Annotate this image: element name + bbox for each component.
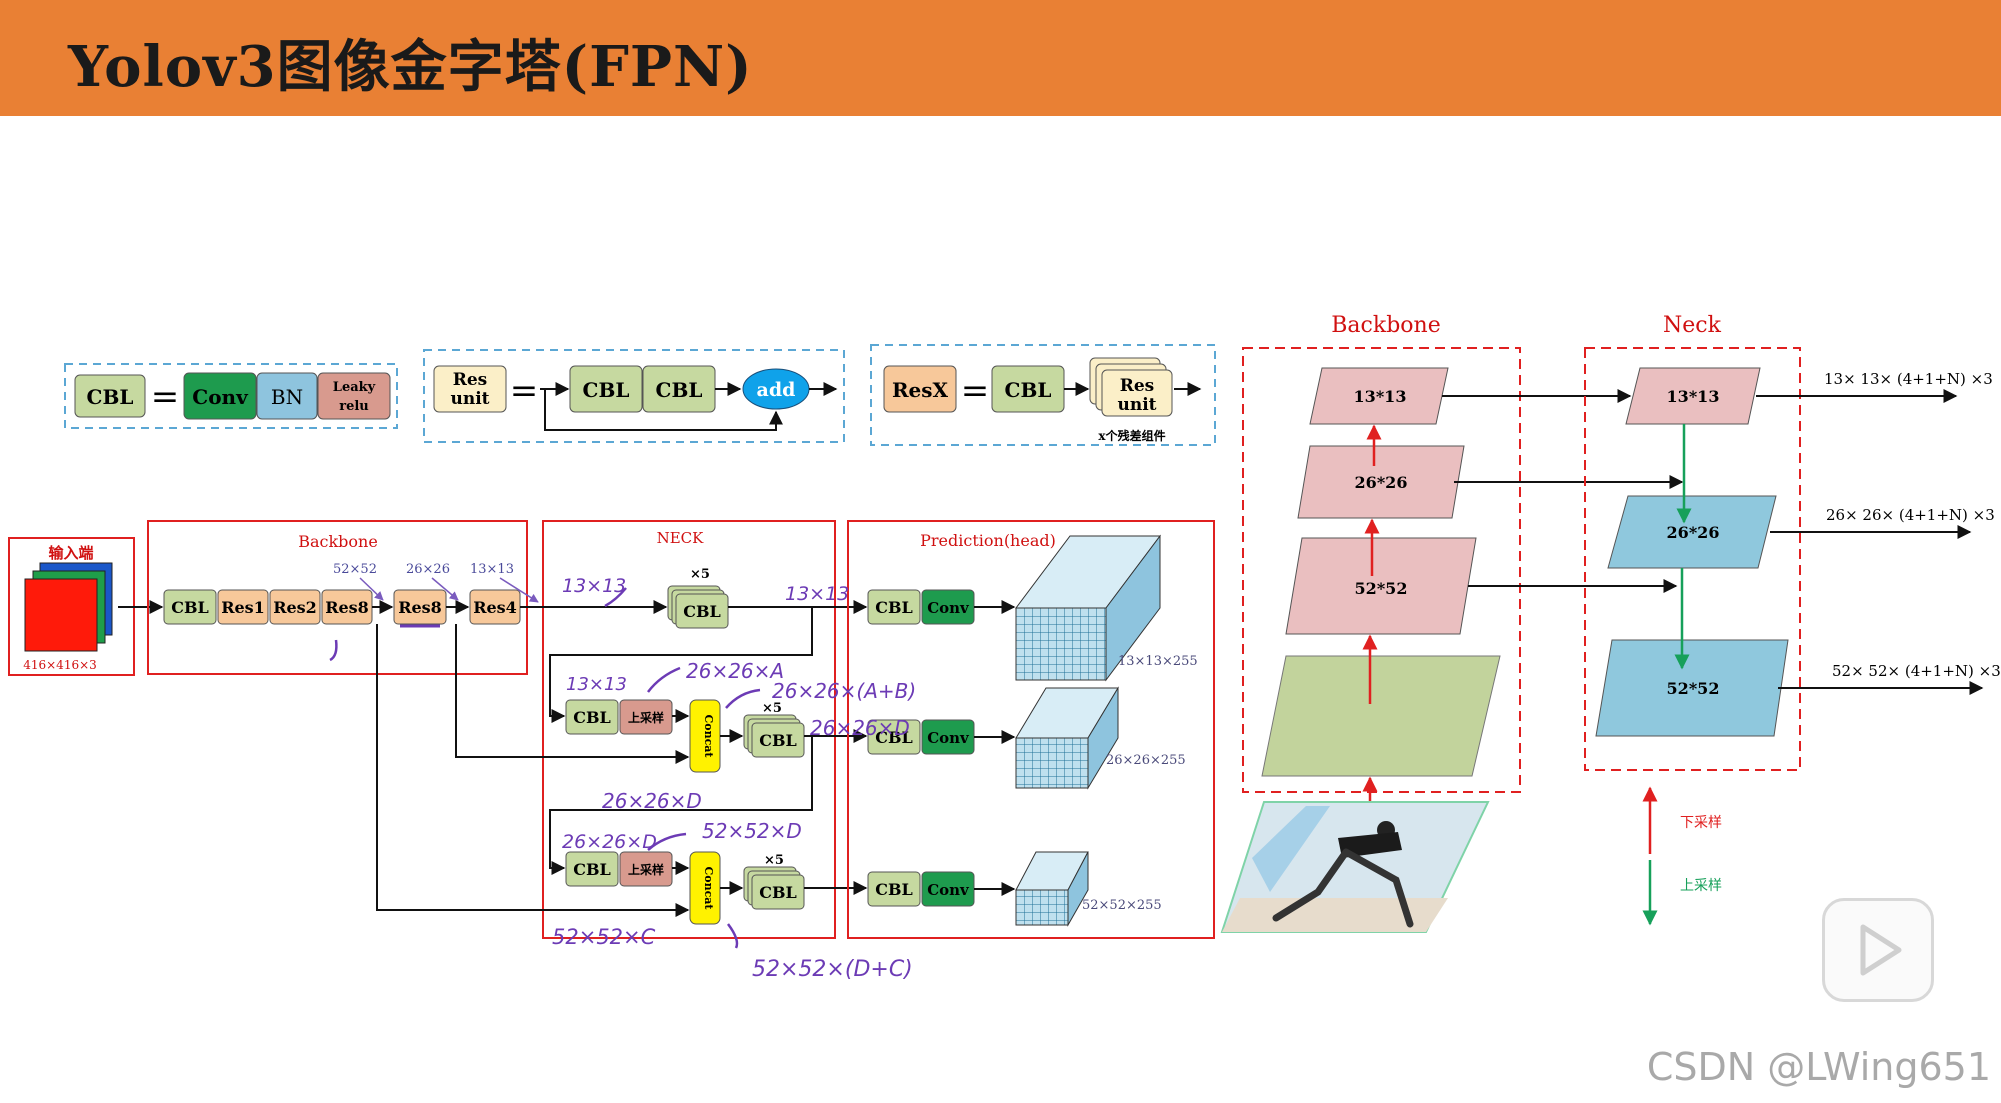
neck-title: NECK <box>657 529 705 547</box>
neck-upsample-bot: 上采样 <box>628 862 664 877</box>
fpn-backbone: Backbone 52*52 26*26 13*13 <box>1242 313 1684 870</box>
pred-conv-2: Conv <box>927 729 970 747</box>
legend-resx-unit1: Res <box>1120 376 1155 396</box>
pred-output-26: 26×26×255 <box>1106 753 1186 768</box>
legend-relu-label: relu <box>339 399 369 414</box>
pred-cbl-1: CBL <box>875 598 913 617</box>
fpn-neck-title: Neck <box>1663 313 1722 338</box>
fpn-backbone-52: 52*52 <box>1355 579 1408 598</box>
neck-cbl-mid-x5: CBL <box>759 731 797 750</box>
legend-cbl-lhs: CBL <box>87 385 134 409</box>
video-play-button[interactable] <box>1822 898 1934 1002</box>
neck-x5-mid: ×5 <box>762 701 782 716</box>
legend-conv-label: Conv <box>192 385 249 409</box>
annotation-1: 13×13 <box>785 583 849 605</box>
neck-concat-bot: Concat <box>702 867 715 911</box>
legend-leaky-label: Leaky <box>333 380 376 395</box>
play-icon <box>1860 924 1902 976</box>
backbone-dim-13: 13×13 <box>470 562 514 577</box>
annotation-6: 26×26×D <box>602 789 702 813</box>
fpn-legend-up: 上采样 <box>1680 878 1722 894</box>
backbone-dim-52: 52×52 <box>333 562 377 577</box>
legend-resx-cbl: CBL <box>1005 378 1052 402</box>
annotation-9: 52×52×C <box>552 925 656 949</box>
watermark: CSDN @LWing651 <box>1646 1045 1991 1089</box>
legend-resx-lhs: ResX <box>892 378 949 402</box>
legend-res-cbl2: CBL <box>656 378 703 402</box>
input-label: 输入端 <box>48 544 93 562</box>
legend-resx-caption: x个残差组件 <box>1098 428 1165 443</box>
prediction-title: Prediction(head) <box>920 531 1056 550</box>
legend-res-lhs1: Res <box>453 370 488 390</box>
annotation-10: 52×52×(D+C) <box>752 957 913 982</box>
backbone-block-4: Res8 <box>398 598 442 617</box>
neck-cbl-mid: CBL <box>573 708 611 727</box>
legend-add-label: add <box>757 379 796 401</box>
prediction-block: Prediction(head) CBL Conv 13×13×255 CBL … <box>847 520 1215 939</box>
output-cube-13 <box>1015 534 1161 682</box>
fpn-output-13: 13× 13× (4+1+N) ×3 <box>1824 370 1993 388</box>
pred-cbl-3: CBL <box>875 880 913 899</box>
input-block: 输入端 416×416×3 <box>8 537 164 676</box>
fpn-legend: 下采样 上采样 <box>1642 786 1722 926</box>
legend-cbl: CBL = Conv BN Leaky relu <box>64 363 398 429</box>
legend-res-eq: = <box>510 371 539 411</box>
annotation-5: 26×26×D <box>810 716 910 740</box>
fpn-backbone-title: Backbone <box>1331 313 1440 338</box>
legend-bn-label: BN <box>271 385 303 409</box>
neck-x5-bot: ×5 <box>764 853 784 868</box>
fpn-neck-26: 26*26 <box>1667 523 1720 542</box>
neck-cbl-bot: CBL <box>573 860 611 879</box>
input-photo <box>1220 801 1490 933</box>
backbone-block-5: Res4 <box>473 598 517 617</box>
handwritten-annotations: 13×13 13×13 13×13 26×26×A 26×26×(A+B) 26… <box>329 575 916 982</box>
annotation-2: 13×13 <box>566 674 627 695</box>
pred-output-13: 13×13×255 <box>1118 654 1198 669</box>
legend-resx-eq: = <box>961 371 990 411</box>
pred-conv-3: Conv <box>927 881 970 899</box>
backbone-block-1: Res1 <box>221 598 265 617</box>
pred-cbl-2: CBL <box>875 728 913 747</box>
annotation-8: 52×52×D <box>702 819 802 843</box>
fpn-output-26: 26× 26× (4+1+N) ×3 <box>1826 506 1995 524</box>
legend-resx: ResX = CBL Res unit x个残差组件 <box>870 344 1216 446</box>
backbone-title: Backbone <box>298 532 378 551</box>
legend-cbl-eq: = <box>151 377 180 417</box>
neck-concat-mid: Concat <box>702 715 715 759</box>
legend-res-unit: Res unit = CBL CBL add <box>423 349 845 443</box>
title-bar: Yolov3图像金字塔(FPN) <box>0 0 2001 116</box>
output-cube-26 <box>1015 686 1119 790</box>
fpn-neck: Neck 13*13 26*26 52*52 13× 13× (4+1+N) ×… <box>1584 313 2001 771</box>
pred-conv-1: Conv <box>927 599 970 617</box>
annotation-7: 26×26×D <box>562 831 657 853</box>
backbone-block: Backbone CBL Res1 Res2 Res8 Res8 Res4 52… <box>147 520 539 675</box>
fpn-neck-52: 52*52 <box>1667 679 1720 698</box>
backbone-block-2: Res2 <box>273 598 317 617</box>
backbone-block-3: Res8 <box>325 598 369 617</box>
backbone-dim-26: 26×26 <box>406 562 450 577</box>
fpn-legend-down: 下采样 <box>1680 815 1722 831</box>
input-size: 416×416×3 <box>23 658 97 672</box>
neck-upsample-mid: 上采样 <box>628 710 664 725</box>
output-cube-52 <box>1015 851 1089 927</box>
legend-res-lhs2: unit <box>450 389 489 409</box>
fpn-backbone-13: 13*13 <box>1354 387 1407 406</box>
neck-x5-top: ×5 <box>690 567 710 582</box>
fpn-backbone-26: 26*26 <box>1355 473 1408 492</box>
neck-block: NECK CBL ×5 CBL 上采样 Concat CBL ×5 CBL 上采… <box>376 520 868 939</box>
neck-cbl-bot-x5: CBL <box>759 883 797 902</box>
annotation-3: 26×26×A <box>686 659 784 683</box>
neck-cbl-top: CBL <box>683 602 721 621</box>
pred-output-52: 52×52×255 <box>1082 898 1162 913</box>
annotation-0: 13×13 <box>562 575 626 597</box>
fpn-output-52: 52× 52× (4+1+N) ×3 <box>1832 662 2001 680</box>
fpn-neck-13: 13*13 <box>1667 387 1720 406</box>
page-title: Yolov3图像金字塔(FPN) <box>68 34 753 100</box>
backbone-block-0: CBL <box>171 598 209 617</box>
legend-res-cbl1: CBL <box>583 378 630 402</box>
legend-resx-unit2: unit <box>1117 395 1156 415</box>
annotation-4: 26×26×(A+B) <box>772 679 916 703</box>
